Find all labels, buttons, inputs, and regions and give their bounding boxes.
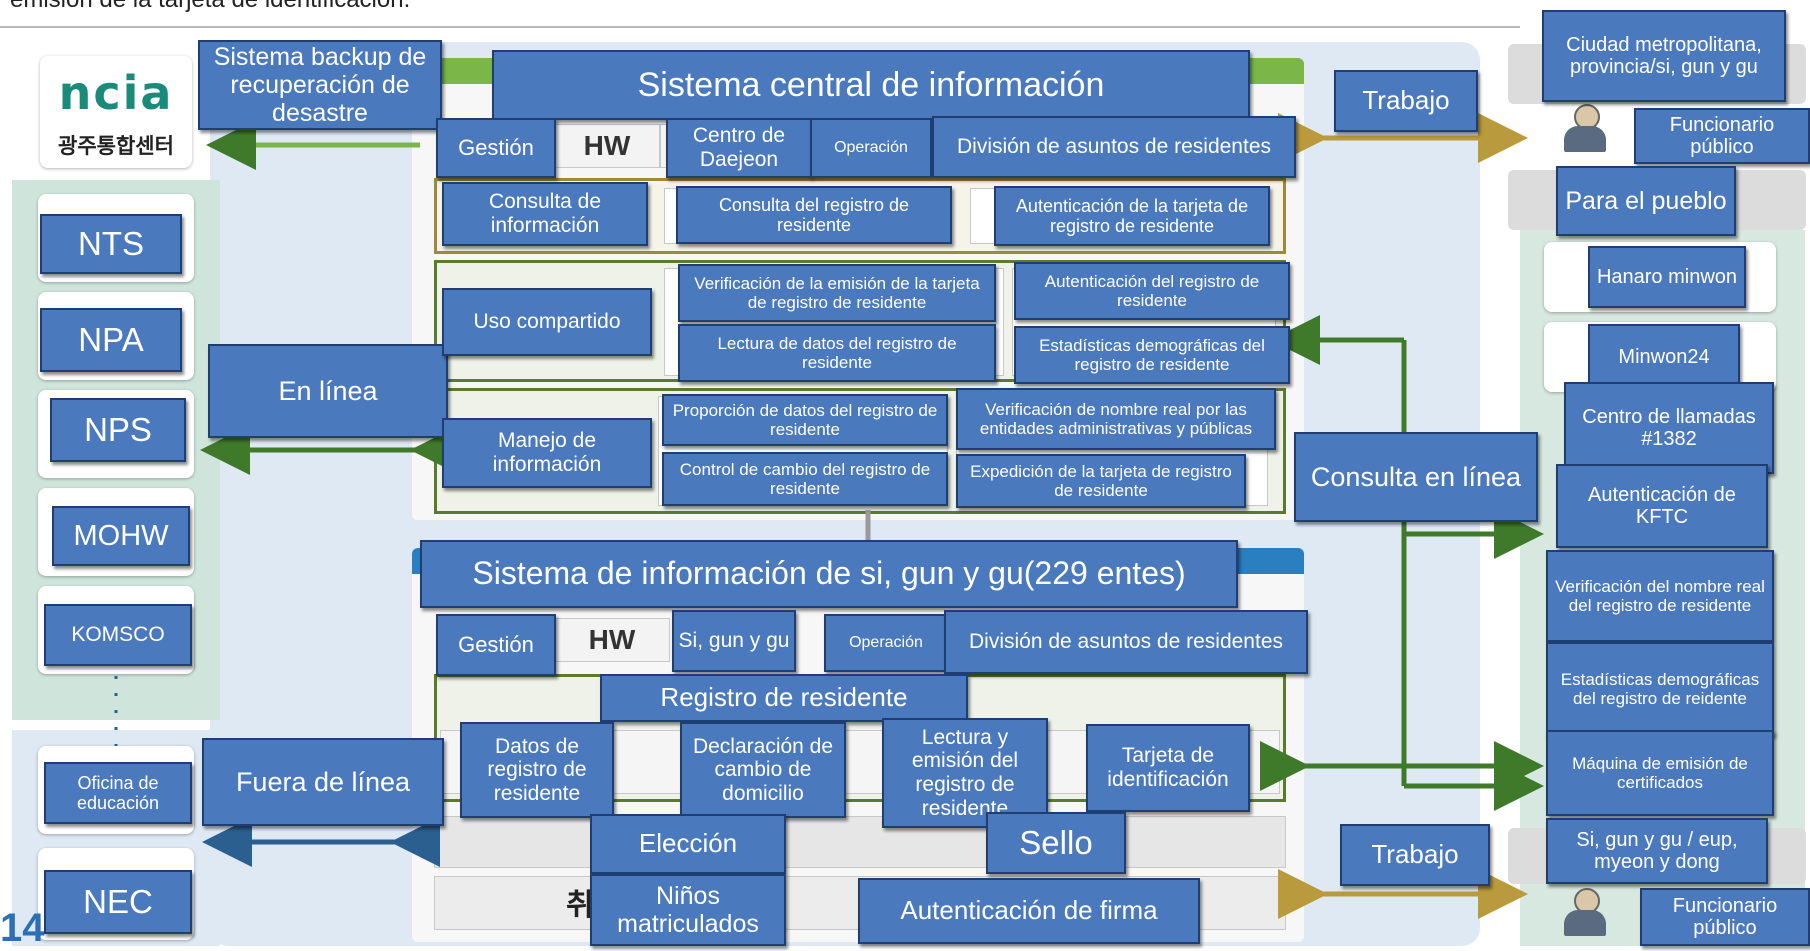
declaracion-label: Declaración de cambio de domicilio [680,722,846,818]
sigungu-operacion-label: Operación [824,614,948,672]
central-gestion-label: Gestión [436,118,556,178]
central-hw-box: HW [554,124,660,168]
autenticacion-firma-label: Autenticación de firma [858,878,1200,944]
hanaro-label: Hanaro minwon [1588,246,1746,308]
consulta-linea-label: Consulta en línea [1294,432,1538,522]
korean-char: 취 [566,888,594,923]
backup-system-label: Sistema backup de recuperación de desast… [198,40,442,130]
consulta-info-label: Consulta de información [442,182,648,246]
para-pueblo-label: Para el pueblo [1556,166,1736,236]
agency-education: Oficina de educación [44,762,192,824]
verificacion-nombre-label: Verificación de nombre real por las enti… [956,388,1276,450]
sigungu-label: Si, gun y gu [672,610,796,672]
uso-compartido-label: Uso compartido [442,288,652,356]
estadisticas-reidente-label: Estadísticas demográficas del registro d… [1546,642,1774,736]
autenticacion-registro-label: Autenticación del registro de residente [1014,262,1290,320]
funcionario-top-label: Funcionario público [1634,108,1810,164]
consulta-registro-label: Consulta del registro de residente [676,186,952,244]
agency-mohw: MOHW [52,506,190,566]
call-center-label: Centro de llamadas #1382 [1564,382,1774,474]
agency-komsco: KOMSCO [44,604,192,666]
top-divider [0,26,1520,28]
agency-nts: NTS [40,214,182,274]
ciudad-label: Ciudad metropolitana, provincia/si, gun … [1542,10,1786,102]
estadisticas-label: Estadísticas demográficas del registro d… [1014,326,1290,384]
sello-label: Sello [986,812,1126,874]
lectura-datos-label: Lectura de datos del registro de residen… [678,324,996,382]
ninos-label: Niños matriculados [590,874,786,946]
expedicion-label: Expedición de la tarjeta de registro de … [956,454,1246,508]
top-caption: emisión de la tarjeta de identificación. [10,0,410,14]
verificacion-emision-label: Verificación de la emisión de la tarjeta… [678,264,996,322]
person-icon-bottom [1556,888,1616,944]
central-system-title: Sistema central de información [492,50,1250,120]
verif-nombre-registro-label: Verificación del nombre real del registr… [1546,550,1774,642]
datos-registro-label: Datos de registro de residente [460,722,614,818]
funcionario-bottom-label: Funcionario público [1640,888,1810,946]
manejo-info-label: Manejo de información [442,418,652,488]
fuera-linea-label: Fuera de línea [202,738,444,826]
minwon24-label: Minwon24 [1588,324,1740,390]
registro-residente-label: Registro de residente [600,674,968,722]
central-division-label: División de asuntos de residentes [932,116,1296,178]
autenticacion-tarjeta-label: Autenticación de la tarjeta de registro … [994,186,1270,246]
trabajo-top-label: Trabajo [1334,70,1478,132]
ncia-logo-card: ncia 광주통합센터 [40,56,192,168]
sigungu-gestion-label: Gestión [436,614,556,676]
sigungu-system-title: Sistema de información de si, gun y gu(2… [420,540,1238,608]
sigungu-eup-label: Si, gun y gu / eup, myeon y dong [1546,818,1768,884]
sigungu-hw-box: HW [554,618,670,662]
agency-npa: NPA [40,308,182,372]
kftc-label: Autenticación de KFTC [1556,464,1768,548]
central-operacion-label: Operación [810,118,932,178]
proporcion-label: Proporción de datos del registro de resi… [662,394,948,446]
tarjeta-id-label: Tarjeta de identificación [1086,724,1250,812]
trabajo-bottom-label: Trabajo [1340,824,1490,886]
eleccion-label: Elección [590,814,786,874]
lectura-emision-label: Lectura y emisión del registro de reside… [882,718,1048,828]
agency-nec: NEC [44,870,192,934]
daejeon-label: Centro de Daejeon [666,118,812,178]
ncia-logo: ncia [58,66,174,120]
en-linea-label: En línea [208,344,448,438]
sigungu-division-label: División de asuntos de residentes [944,610,1308,674]
page-number: 14 [0,906,45,950]
control-cambio-label: Control de cambio del registro de reside… [662,452,948,506]
person-icon-top [1556,104,1616,160]
agency-nps: NPS [50,398,186,462]
eleccion-row-bg [434,816,1286,868]
maquina-label: Máquina de emisión de certificados [1546,730,1774,816]
ncia-subtitle: 광주통합센터 [58,134,174,158]
